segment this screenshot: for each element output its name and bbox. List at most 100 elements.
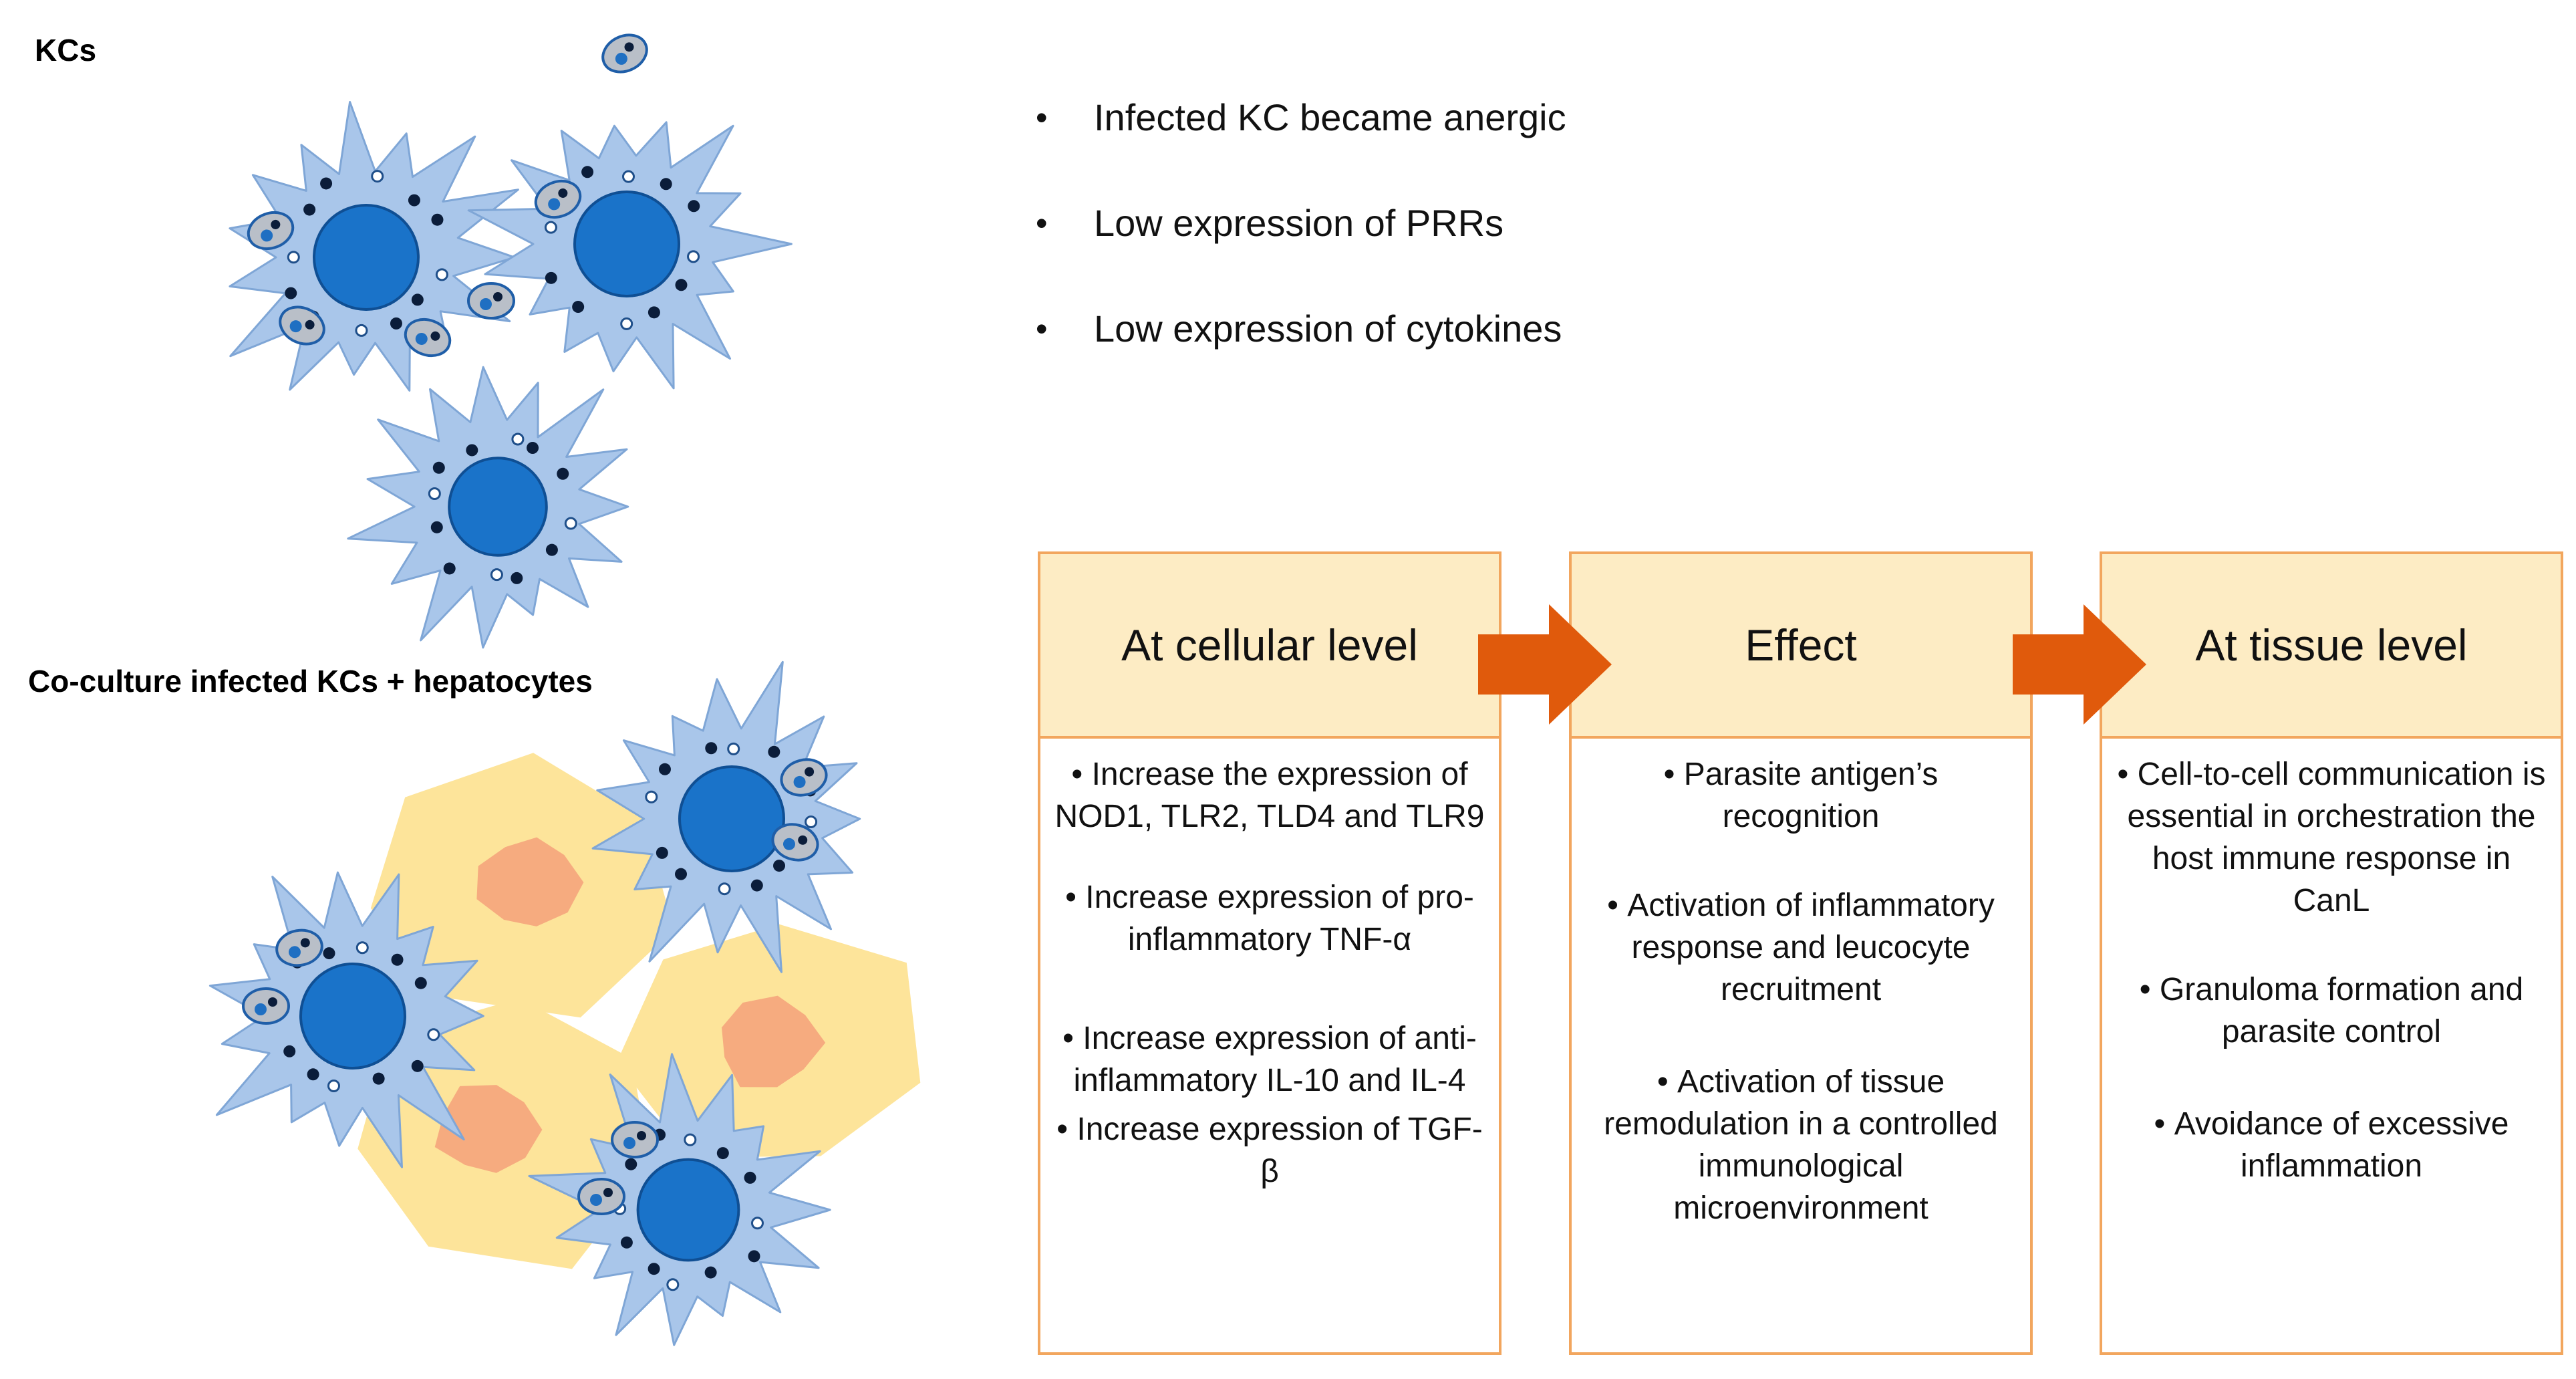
parasite-vacuole	[601, 33, 648, 74]
cellular-item: Increase expression of pro-inflammatory …	[1050, 876, 1489, 961]
cell-granule	[648, 1263, 660, 1275]
cell-nucleus	[678, 765, 785, 872]
kupffer-cell-layer	[208, 101, 861, 1346]
cell-granule	[391, 953, 404, 966]
parasite-vacuole	[780, 758, 828, 797]
cell-granule	[675, 868, 688, 880]
cell-granule	[466, 444, 478, 457]
finding-prrs: Low expression of PRRs	[1029, 197, 1566, 302]
amastigote	[623, 1137, 635, 1149]
kupffer-cell	[591, 660, 861, 973]
cell-granule	[430, 521, 443, 533]
cell-granule	[581, 166, 594, 178]
vacuole-membrane	[275, 928, 323, 967]
cell-granule	[748, 1250, 760, 1263]
arrow-shape	[1478, 604, 1612, 725]
kcs-panel-label: KCs	[35, 33, 97, 68]
cell-granule	[545, 271, 557, 284]
amastigote	[289, 320, 302, 333]
parasite-vacuole	[534, 179, 582, 219]
cell-granule	[390, 317, 402, 330]
hepatocyte-nucleus	[476, 837, 584, 926]
kupffer-cell	[528, 1053, 831, 1346]
cell-vesicle	[750, 1217, 764, 1230]
cell-vesicle	[620, 317, 633, 330]
effect-item: Parasite antigen’s recognition	[1581, 753, 2021, 838]
cell-granule	[688, 200, 700, 213]
cell-granule	[527, 442, 539, 455]
effect-item: Activation of inflammatory response and …	[1581, 884, 2021, 1011]
vacuole-membrane	[534, 179, 582, 219]
amastigote	[805, 767, 815, 777]
kc-findings-list: Infected KC became anergic Low expressio…	[1029, 91, 1566, 408]
cell-vesicle	[718, 882, 731, 896]
vacuole-membrane	[279, 305, 325, 346]
finding-cytokines: Low expression of cytokines	[1029, 302, 1566, 408]
cell-granule	[283, 1045, 296, 1057]
cell-vesicle	[684, 1133, 697, 1146]
cell-granule	[411, 1059, 424, 1072]
hepatocyte-nucleus	[434, 1085, 543, 1173]
cell-vesicle	[622, 170, 635, 183]
cell-nucleus	[573, 191, 680, 297]
parasite-vacuole	[577, 1178, 625, 1215]
cell-granule	[750, 879, 763, 892]
cell-vesicle	[435, 268, 448, 281]
amastigote	[603, 1188, 613, 1197]
effect-box: Effect Parasite antigen’s recognition Ac…	[1569, 551, 2033, 1355]
cell-granule	[431, 213, 444, 226]
tissue-item: Granuloma formation and parasite control	[2112, 969, 2551, 1053]
parasite-vacuole	[611, 1121, 659, 1158]
tissue-level-title: At tissue level	[2102, 554, 2561, 739]
amastigote	[558, 188, 568, 198]
cell-granule	[545, 543, 558, 556]
cellular-item: Increase expression of anti-inflammatory…	[1050, 1017, 1489, 1102]
cell-vesicle	[727, 742, 740, 755]
parasite-vacuole	[771, 823, 819, 862]
finding-anergic: Infected KC became anergic	[1029, 91, 1566, 197]
vacuole-membrane	[601, 33, 648, 74]
cell-granule	[557, 467, 569, 480]
cellular-item: Increase expression of TGF-β	[1050, 1108, 1489, 1193]
amastigote	[255, 1003, 267, 1015]
amastigote	[288, 946, 301, 959]
cell-granule	[307, 1068, 319, 1081]
cell-granule	[704, 1266, 717, 1279]
arrow-right-icon	[2013, 604, 2146, 725]
amastigote	[793, 775, 806, 788]
amastigote	[615, 52, 627, 65]
cell-granule	[323, 947, 335, 960]
cell-nucleus	[313, 204, 420, 311]
cell-granule	[414, 977, 427, 989]
cell-vesicle	[544, 221, 557, 234]
vacuole-membrane	[467, 282, 515, 320]
amastigote	[798, 835, 808, 845]
cell-vesicle	[355, 941, 369, 955]
arrow-right-icon	[1478, 604, 1612, 725]
amastigote	[268, 997, 277, 1007]
cell-granule	[705, 742, 718, 755]
amastigote	[590, 1194, 602, 1206]
cell-illustration	[208, 33, 921, 1346]
vacuole-membrane	[247, 211, 295, 251]
cell-vesicle	[427, 1028, 440, 1041]
vacuole-membrane	[242, 987, 290, 1025]
cell-vesicle	[645, 790, 658, 803]
vacuole-membrane	[404, 318, 452, 358]
cell-granule	[716, 1147, 729, 1160]
cell-granule	[285, 287, 297, 299]
kupffer-cell	[347, 366, 629, 649]
cell-nucleus	[299, 963, 406, 1070]
vacuole-membrane	[611, 1121, 659, 1158]
cell-granule	[320, 177, 333, 190]
amastigote	[300, 938, 310, 948]
cell-granule	[768, 745, 780, 758]
amastigote	[548, 198, 561, 211]
tissue-item: Avoidance of excessive inflammation	[2112, 1103, 2551, 1187]
hepatocyte-nucleus	[722, 995, 826, 1088]
vacuole-membrane	[577, 1178, 625, 1215]
cellular-level-title: At cellular level	[1040, 554, 1499, 739]
cell-vesicle	[687, 250, 700, 263]
parasite-vacuole	[279, 305, 325, 346]
cell-granule	[620, 1236, 633, 1249]
